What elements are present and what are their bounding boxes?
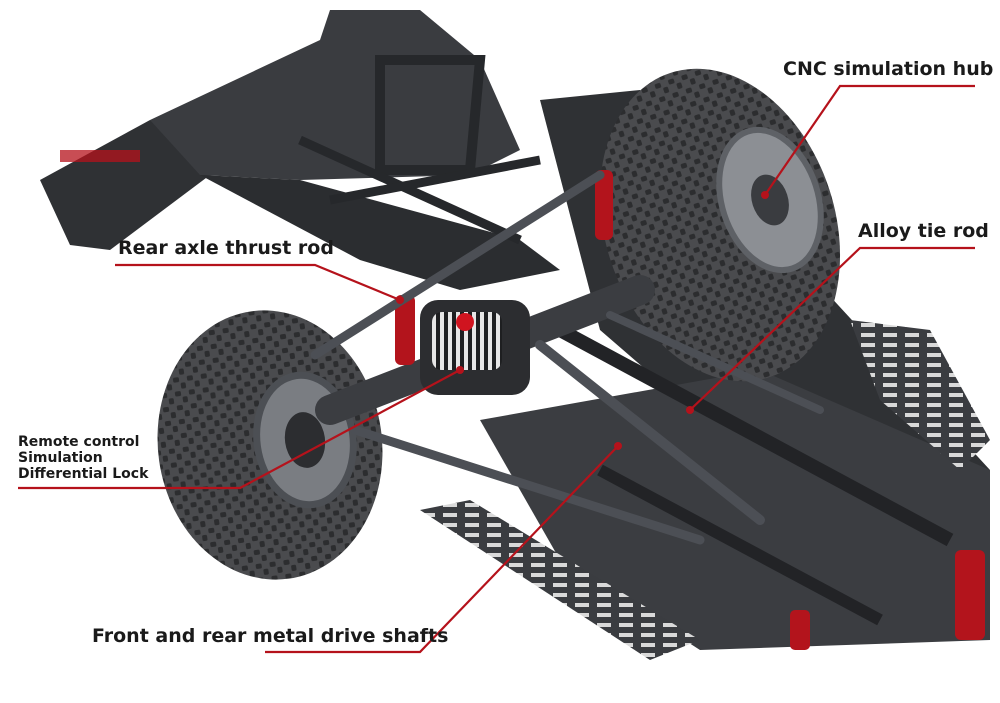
callout-leaders	[18, 84, 975, 654]
front-axle	[315, 275, 655, 425]
shock-absorbers	[395, 170, 985, 650]
leader-diff-lock	[18, 369, 461, 490]
callout-differential-lock-line-3: Differential Lock	[18, 466, 149, 482]
leader-drive-shafts	[265, 445, 619, 654]
callout-drive-shafts: Front and rear metal drive shafts	[92, 625, 449, 647]
leader-thrust-rod	[115, 263, 401, 302]
callout-differential-lock-line-1: Remote control	[18, 434, 140, 450]
callout-differential-lock-line-2: Simulation	[18, 450, 103, 466]
lower-left-wheel	[157, 310, 383, 580]
callout-cnc-simulation-hub: CNC simulation hub	[783, 58, 994, 80]
suspension-links	[310, 170, 824, 545]
upper-right-wheel	[599, 68, 841, 382]
leader-tie-rod	[689, 246, 975, 411]
callout-alloy-tie-rod: Alloy tie rod	[858, 220, 989, 242]
leader-cnc-hub	[764, 84, 975, 196]
callout-rear-axle-thrust-rod: Rear axle thrust rod	[118, 237, 334, 259]
callout-differential-lock: Remote control Simulation Differential L…	[18, 434, 148, 482]
